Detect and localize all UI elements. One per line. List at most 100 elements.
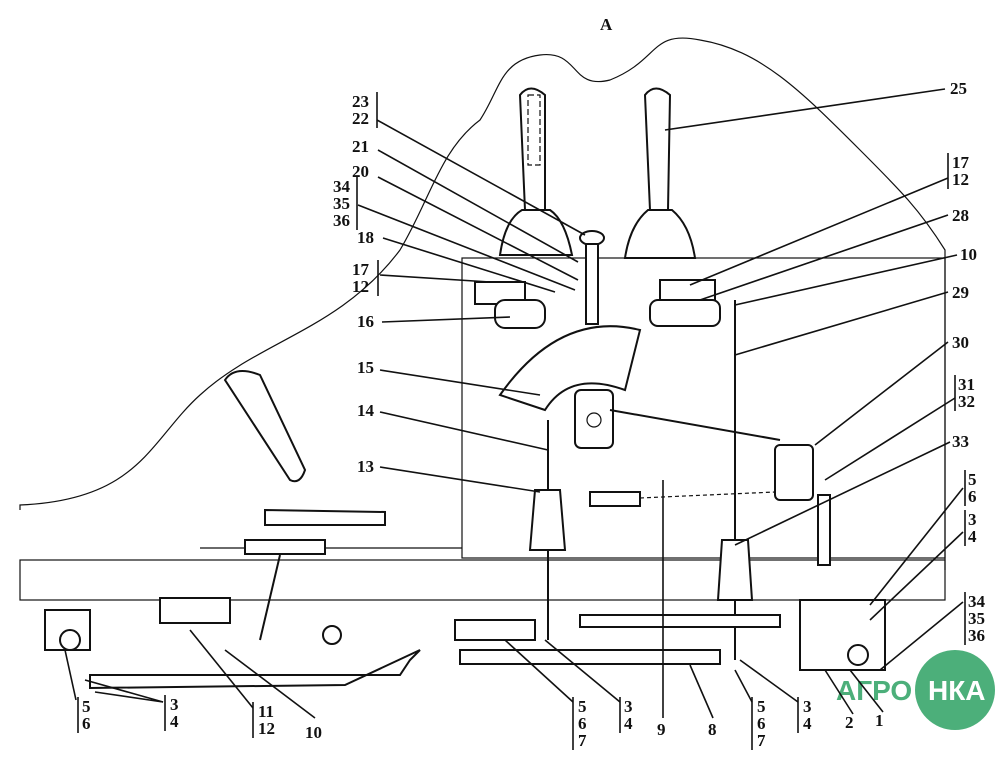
logo-right-text: НКА <box>928 675 986 706</box>
leader-line <box>849 669 884 713</box>
callout-2: 2 <box>824 669 854 732</box>
callout-5-6-7-a: 567 <box>504 639 587 750</box>
leader-line <box>869 487 964 606</box>
floor-panel <box>461 257 946 559</box>
callout-5-6-bottom: 56 <box>64 649 91 733</box>
spring-bracket <box>589 491 641 507</box>
callout-20: 20 <box>352 162 579 281</box>
callout-3-4-right: 34 <box>869 510 977 621</box>
agronka-logo: АГРО НКА <box>836 650 995 730</box>
pedal <box>223 370 386 641</box>
leader-line <box>382 237 556 293</box>
left-lever <box>498 87 574 256</box>
turnbuckle <box>817 494 831 566</box>
callout-number: 3 <box>968 510 977 529</box>
callout-number: 3 <box>624 697 633 716</box>
callout-number: 5 <box>578 697 587 716</box>
callout-number: 34 <box>968 592 986 611</box>
callout-3-4-bottom-left: 34 <box>84 679 179 731</box>
callouts: 2322212034353618171216151413251712281029… <box>64 79 986 750</box>
leader-line <box>824 397 956 481</box>
callout-number: 8 <box>708 720 717 739</box>
leader-line <box>734 254 958 306</box>
leader-line <box>734 291 949 356</box>
callout-number: 22 <box>352 109 369 128</box>
leader-line <box>381 316 511 323</box>
callout-number: 3 <box>803 697 812 716</box>
leader-line <box>377 176 579 281</box>
leader-line <box>689 177 949 286</box>
shaft <box>89 649 421 690</box>
leader-line <box>379 466 541 493</box>
gear-sector <box>498 325 642 412</box>
callout-5-6-7-b: 567 <box>734 669 766 750</box>
callout-number: 25 <box>950 79 967 98</box>
leader-line <box>224 649 316 719</box>
callout-number: 12 <box>952 170 969 189</box>
floor-plate <box>579 614 781 628</box>
callout-30: 30 <box>814 333 969 446</box>
callout-15: 15 <box>357 358 541 396</box>
callout-number: 17 <box>952 153 970 172</box>
pedal-bracket <box>159 597 231 624</box>
callout-1: 1 <box>849 669 884 730</box>
callout-number: 11 <box>258 702 274 721</box>
leader-line <box>734 669 753 703</box>
leader-line <box>379 369 541 396</box>
cross-shaft <box>459 649 721 665</box>
callout-number: 30 <box>952 333 969 352</box>
leader-line <box>869 531 964 621</box>
leader-line <box>94 691 164 703</box>
callout-number: 6 <box>757 714 766 733</box>
callout-number: 33 <box>952 432 969 451</box>
callout-5-6-right: 56 <box>869 470 977 606</box>
leader-line <box>377 149 579 263</box>
callout-number: 7 <box>757 731 766 750</box>
callout-number: 20 <box>352 162 369 181</box>
callout-number: 12 <box>352 277 369 296</box>
callout-number: 3 <box>170 695 179 714</box>
callout-number: 10 <box>305 723 322 742</box>
callout-13: 13 <box>357 457 541 493</box>
callout-number: 5 <box>82 697 91 716</box>
callout-number: 6 <box>82 714 91 733</box>
right-lever <box>623 87 697 259</box>
callout-8: 8 <box>689 664 717 739</box>
brackets <box>474 279 721 329</box>
callout-number: 13 <box>357 457 374 476</box>
callout-33: 33 <box>734 432 969 546</box>
callout-number: 12 <box>258 719 275 738</box>
callout-number: 1 <box>875 711 884 730</box>
leader-line <box>504 639 574 703</box>
callout-number: 2 <box>845 713 854 732</box>
callout-number: 4 <box>624 714 633 733</box>
callout-number: 35 <box>968 609 985 628</box>
callout-number: 14 <box>357 401 375 420</box>
leader-line <box>699 214 949 301</box>
callout-21: 21 <box>352 137 579 263</box>
callout-3-4-b: 34 <box>739 659 812 733</box>
callout-number: 9 <box>657 720 666 739</box>
callout-number: 4 <box>803 714 812 733</box>
bellcrank <box>774 444 814 501</box>
callout-number: 21 <box>352 137 369 156</box>
leader-line <box>357 204 576 291</box>
callout-16: 16 <box>357 312 511 331</box>
callout-number: 6 <box>968 487 977 506</box>
callout-number: 5 <box>757 697 766 716</box>
boot-right <box>716 539 754 601</box>
leader-line <box>379 411 549 451</box>
callout-number: 6 <box>578 714 587 733</box>
center-bracket <box>454 619 536 641</box>
leader-line <box>689 664 714 719</box>
leader-line <box>814 341 949 446</box>
leader-line <box>664 88 946 131</box>
leader-line <box>734 441 951 546</box>
